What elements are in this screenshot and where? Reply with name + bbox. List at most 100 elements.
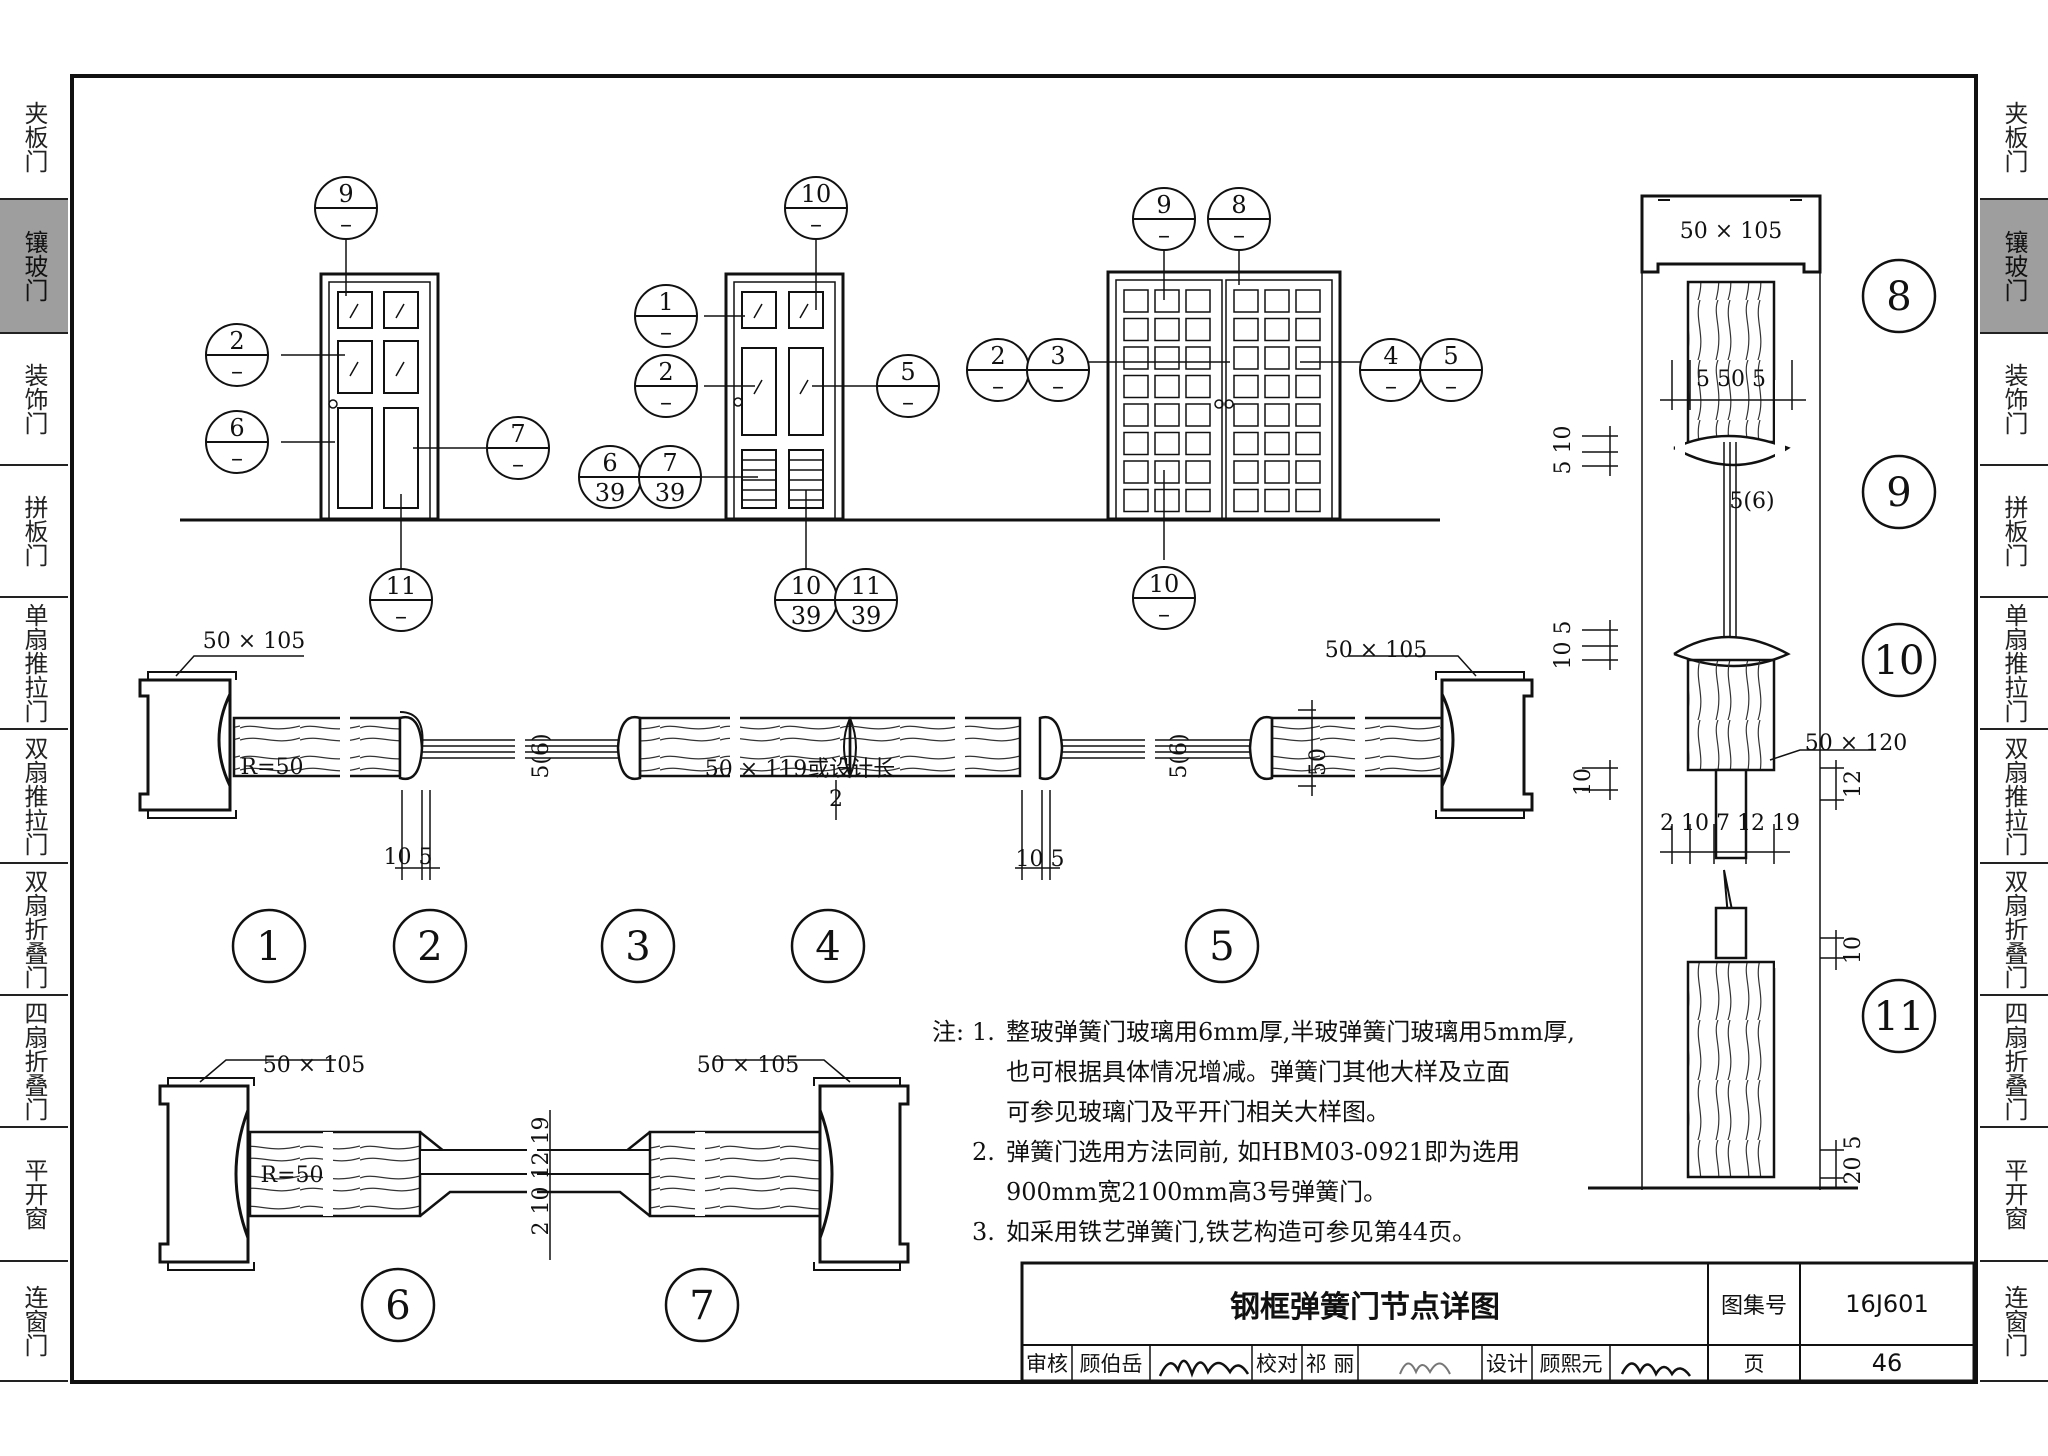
callout-a3-bottom: – bbox=[231, 444, 243, 472]
detail-9-label: 9 bbox=[1886, 470, 1911, 516]
check-label: 校对 bbox=[1256, 1352, 1298, 1376]
note-2-text-2: 900mm宽2100mm高3号弹簧门。 bbox=[1006, 1178, 1388, 1206]
callout-c1-bottom: – bbox=[1158, 221, 1170, 249]
glass-pane bbox=[1233, 403, 1259, 427]
callout-a4-bottom: – bbox=[512, 450, 524, 478]
right-tab-4[interactable]: 拼板门 bbox=[1980, 466, 2048, 598]
note-3-number: 3. bbox=[972, 1218, 995, 1246]
label-frame-left: 50 × 105 bbox=[203, 629, 305, 654]
section-1-5-labels: 50 × 105 50 × 105 R=50 50 × 119或设计长 5(6)… bbox=[203, 629, 1427, 872]
page-label: 页 bbox=[1743, 1352, 1765, 1376]
callout-c3-bottom: – bbox=[992, 372, 1004, 400]
callout-c4-top: 3 bbox=[1050, 342, 1065, 370]
label-dim-12: 12 bbox=[1841, 770, 1866, 798]
glass-pane bbox=[1154, 431, 1180, 456]
callout-c2-top: 8 bbox=[1231, 191, 1246, 219]
callout-a5-top: 11 bbox=[386, 572, 417, 600]
left-tab-10[interactable]: 连窗门 bbox=[0, 1262, 68, 1382]
note-2-line-1: 2. 弹簧门选用方法同前, 如HBM03-0921即为选用 bbox=[932, 1132, 1632, 1172]
callout-a3-top: 6 bbox=[229, 414, 244, 442]
detail-2-label: 2 bbox=[417, 924, 442, 970]
right-tab-6[interactable]: 双扇推拉门 bbox=[1980, 730, 2048, 864]
glass-pane bbox=[1185, 488, 1211, 513]
callout-b8-bottom: 39 bbox=[851, 602, 882, 630]
right-tab-9[interactable]: 平开窗 bbox=[1980, 1128, 2048, 1262]
callout-b1-bottom: – bbox=[810, 210, 822, 238]
label-radius: R=50 bbox=[241, 755, 304, 780]
left-tab-8[interactable]: 四扇折叠门 bbox=[0, 996, 68, 1128]
glass-pane bbox=[1185, 317, 1211, 342]
callout-bubbles bbox=[205, 176, 1483, 632]
glass-pane bbox=[1295, 374, 1321, 399]
glass-pane bbox=[1233, 317, 1259, 342]
callout-b3-top: 2 bbox=[658, 358, 673, 386]
label-glass-v: 5(6) bbox=[1729, 489, 1774, 514]
glass-pane bbox=[1154, 460, 1180, 484]
callout-c7-bottom: – bbox=[1158, 600, 1170, 628]
left-tab-5[interactable]: 单扇推拉门 bbox=[0, 598, 68, 730]
right-tab-10[interactable]: 连窗门 bbox=[1980, 1262, 2048, 1382]
callout-b8-top: 11 bbox=[851, 572, 882, 600]
label-frame-6: 50 × 105 bbox=[263, 1053, 365, 1078]
callout-c7-top: 10 bbox=[1149, 570, 1180, 598]
callout-b4-top: 5 bbox=[900, 358, 915, 386]
atlas-number: 16J601 bbox=[1845, 1290, 1929, 1318]
glass-pane bbox=[1123, 374, 1149, 399]
glass-pane bbox=[1185, 403, 1211, 427]
signature-designer bbox=[1620, 1362, 1692, 1377]
detail-number-texts: 1 2 3 4 5 6 7 8 9 10 11 bbox=[256, 274, 1924, 1329]
right-tab-5[interactable]: 单扇推拉门 bbox=[1980, 598, 2048, 730]
title-block-grid bbox=[1020, 1261, 1976, 1383]
detail-10-label: 10 bbox=[1874, 638, 1925, 684]
callout-c1-top: 9 bbox=[1156, 191, 1171, 219]
note-3-line-1: 3. 如采用铁艺弹簧门,铁艺构造可参见第44页。 bbox=[932, 1212, 1632, 1252]
left-tab-1[interactable]: 夹板门 bbox=[0, 76, 68, 200]
left-tab-9[interactable]: 平开窗 bbox=[0, 1128, 68, 1262]
left-tab-7[interactable]: 双扇折叠门 bbox=[0, 864, 68, 996]
designer-name: 顾熙元 bbox=[1539, 1352, 1603, 1376]
glass-pane bbox=[1264, 403, 1290, 427]
callout-b7-bottom: 39 bbox=[791, 602, 822, 630]
callout-b3-bottom: – bbox=[660, 388, 672, 416]
note-1-text-1: 整玻弹簧门玻璃用6mm厚,半玻弹簧门玻璃用5mm厚, bbox=[1006, 1018, 1575, 1046]
review-label: 审核 bbox=[1026, 1352, 1068, 1376]
section-6-7 bbox=[158, 1059, 910, 1271]
callout-b6-bottom: 39 bbox=[655, 479, 686, 507]
glass-pane bbox=[1185, 374, 1211, 399]
callout-a1-top: 9 bbox=[338, 180, 353, 208]
right-tab-1[interactable]: 夹板门 bbox=[1980, 76, 2048, 200]
detail-11-label: 11 bbox=[1874, 994, 1925, 1040]
glass-pane bbox=[1295, 431, 1321, 456]
callout-a4-top: 7 bbox=[510, 420, 525, 448]
left-tab-3[interactable]: 装饰门 bbox=[0, 334, 68, 466]
callout-c5-bottom: – bbox=[1385, 372, 1397, 400]
right-tab-3[interactable]: 装饰门 bbox=[1980, 334, 2048, 466]
glass-pane bbox=[1185, 460, 1211, 484]
left-tab-6[interactable]: 双扇推拉门 bbox=[0, 730, 68, 864]
glass-pane bbox=[1295, 460, 1321, 484]
callout-c3-top: 2 bbox=[990, 342, 1005, 370]
right-tab-2[interactable]: 镶玻门 bbox=[1980, 200, 2048, 334]
note-2-text-1: 弹簧门选用方法同前, 如HBM03-0921即为选用 bbox=[1006, 1138, 1521, 1166]
glass-pane bbox=[1185, 346, 1211, 370]
detail-number-circles bbox=[231, 258, 1937, 1343]
glass-pane bbox=[1295, 289, 1321, 313]
notes-lead: 注: bbox=[932, 1018, 965, 1046]
callout-c6-top: 5 bbox=[1443, 342, 1458, 370]
callout-c2-bottom: – bbox=[1233, 221, 1245, 249]
glass-pane bbox=[1185, 289, 1211, 313]
label-stile-note: 50 × 119或设计长 bbox=[705, 757, 895, 782]
label-dims-left: 10 5 bbox=[384, 845, 433, 870]
left-tab-2[interactable]: 镶玻门 bbox=[0, 200, 68, 334]
label-dims-5-10: 5 10 bbox=[1551, 426, 1576, 475]
glass-pane bbox=[1264, 431, 1290, 456]
label-dims-5-50-5: 5 50 5 bbox=[1696, 367, 1766, 392]
note-1-text-3: 可参见玻璃门及平开门相关大样图。 bbox=[1006, 1098, 1390, 1126]
glass-pane bbox=[1233, 374, 1259, 399]
title-block: 钢框弹簧门节点详图 图集号 16J601 审核 顾伯岳 校对 祁 丽 设计 顾熙… bbox=[1022, 1263, 1974, 1381]
glass-pane bbox=[1154, 346, 1180, 370]
right-tab-7[interactable]: 双扇折叠门 bbox=[1980, 864, 2048, 996]
right-tab-8[interactable]: 四扇折叠门 bbox=[1980, 996, 2048, 1128]
left-tab-4[interactable]: 拼板门 bbox=[0, 466, 68, 598]
